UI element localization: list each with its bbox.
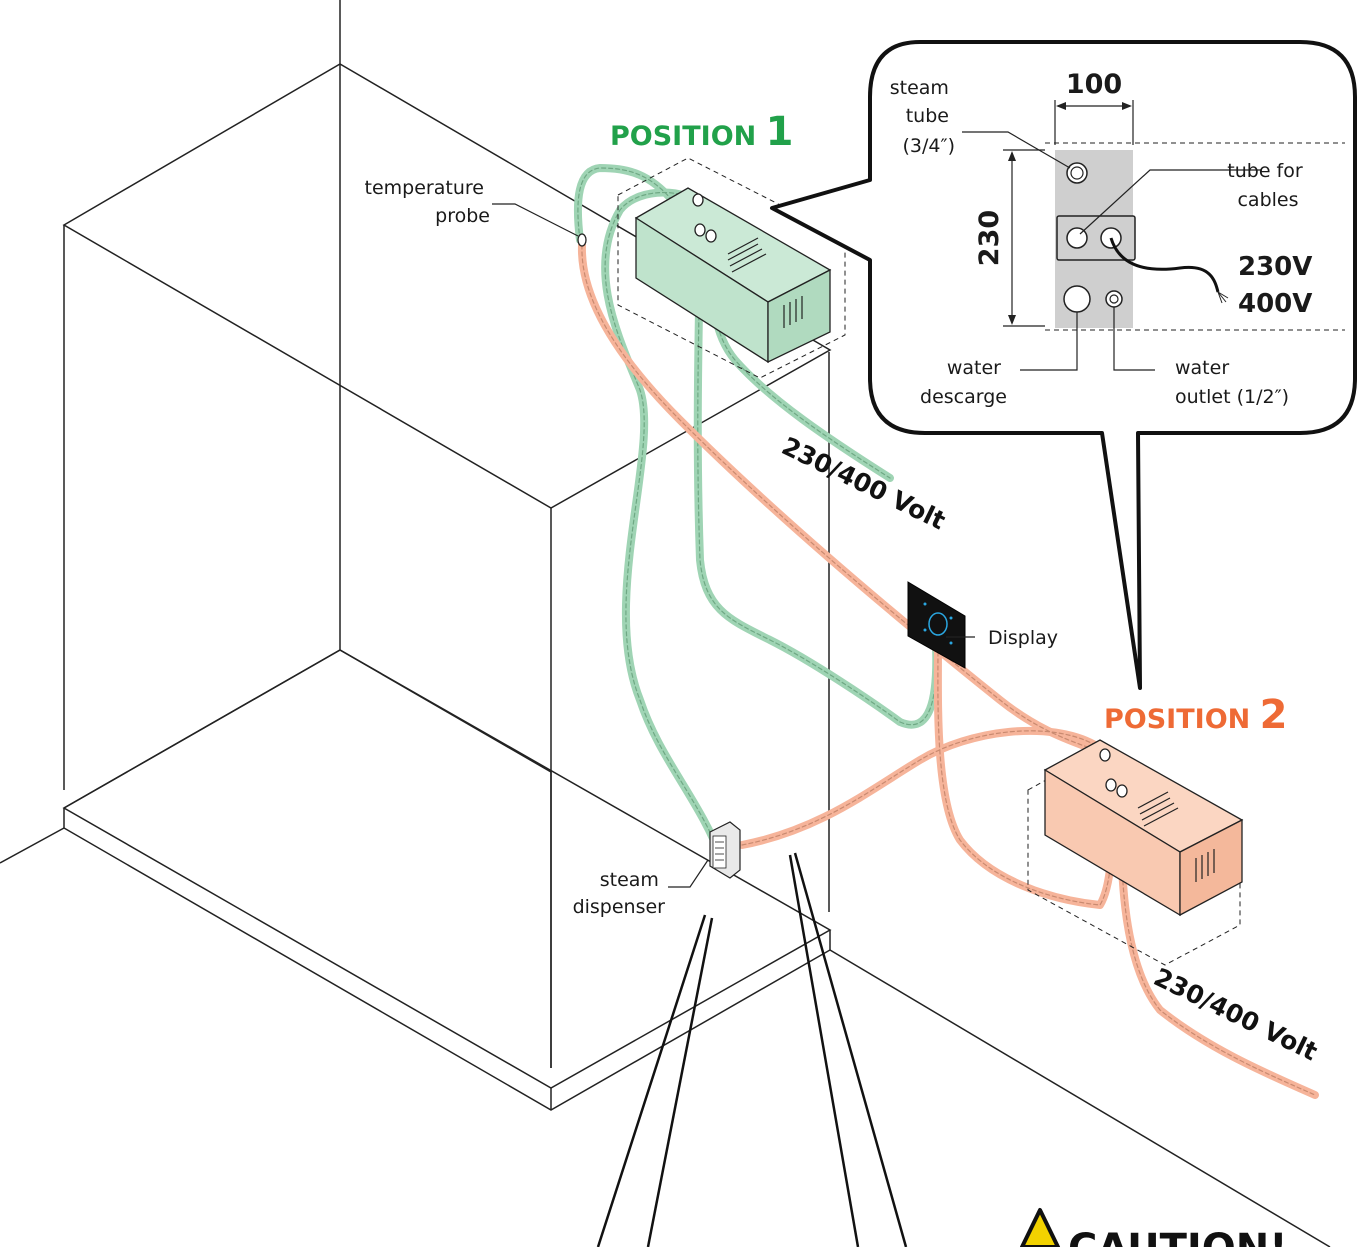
port-icon <box>1099 748 1111 762</box>
voltage-label-position1: 230/400 Volt <box>777 431 950 535</box>
pipes-position1 <box>573 164 941 864</box>
warning-triangle-icon <box>1020 1208 1060 1247</box>
power-cable <box>1109 237 1220 293</box>
port-icon <box>1105 778 1117 792</box>
caution-label: CAUTION! <box>1068 1226 1287 1247</box>
port-icon <box>1116 784 1128 798</box>
leader-lines <box>492 203 975 888</box>
generator-position1 <box>617 157 846 379</box>
dimension-height-label: 230 <box>974 210 1005 266</box>
view-rays <box>596 852 908 1247</box>
port-icon <box>692 193 704 207</box>
water-outlet-port-icon <box>1105 290 1123 308</box>
steam-dispenser-label: steam dispenser <box>573 869 666 918</box>
cable-port-icon <box>1066 227 1088 249</box>
water-descarge-label: water descarge <box>920 357 1007 408</box>
position2-label: POSITION 2 <box>1104 692 1288 738</box>
temperature-probe-label: temperature probe <box>365 177 490 227</box>
vent-slots <box>1137 791 1215 882</box>
display-panel <box>907 581 966 669</box>
generator-position2 <box>1027 739 1244 966</box>
voltage-options-label: 230V 400V <box>1238 252 1321 319</box>
steam-dispenser-device <box>709 821 741 879</box>
tube-for-cables-label: tube for cables <box>1227 160 1308 211</box>
steam-tube-label: steam tube (3/4″) <box>890 77 955 157</box>
dial-icon <box>928 612 948 636</box>
room-outline <box>0 0 1331 1247</box>
display-label: Display <box>988 627 1058 649</box>
voltage-label-position2: 230/400 Volt <box>1149 962 1322 1066</box>
water-outlet-label: water outlet (1/2″) <box>1175 357 1289 408</box>
connection-detail-callout <box>770 40 1357 690</box>
caution-sign <box>1020 1208 1060 1247</box>
temperature-probe-sensor <box>577 233 587 247</box>
dimension-width-label: 100 <box>1066 69 1122 100</box>
steam-tube-port-icon <box>1066 162 1088 184</box>
water-descarge-port-icon <box>1063 285 1091 313</box>
position1-label: POSITION 1 <box>610 109 794 155</box>
port-icon <box>705 229 717 243</box>
port-icon <box>694 223 706 237</box>
vent-slots <box>727 237 803 328</box>
